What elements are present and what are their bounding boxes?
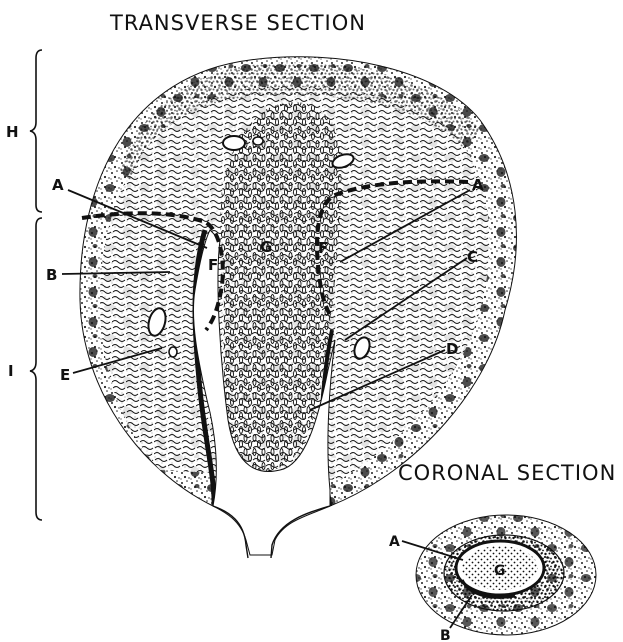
coronal-label-a: A	[389, 534, 400, 550]
coronal-section	[416, 515, 596, 635]
label-d: D	[446, 340, 458, 358]
vessel-top-2	[253, 137, 263, 145]
label-c: C	[467, 248, 478, 266]
vessel-top-1	[223, 136, 245, 150]
label-a-left: A	[52, 176, 64, 194]
bracket-i	[30, 218, 42, 520]
coronal-section-title: CORONAL SECTION	[398, 461, 616, 485]
coronal-label-g: G	[494, 563, 506, 579]
transverse-section-title: TRANSVERSE SECTION	[109, 11, 366, 35]
bracket-h	[30, 50, 42, 212]
label-f-left: F	[208, 256, 218, 274]
label-h: H	[6, 123, 19, 141]
label-e: E	[60, 366, 70, 384]
label-f-right: F	[318, 239, 328, 257]
label-g: G	[260, 238, 272, 256]
label-i: I	[8, 362, 14, 380]
label-a-right: A	[472, 176, 484, 194]
label-b: B	[46, 266, 57, 284]
vessel-e-small	[169, 347, 177, 357]
coronal-label-b: B	[440, 628, 451, 642]
